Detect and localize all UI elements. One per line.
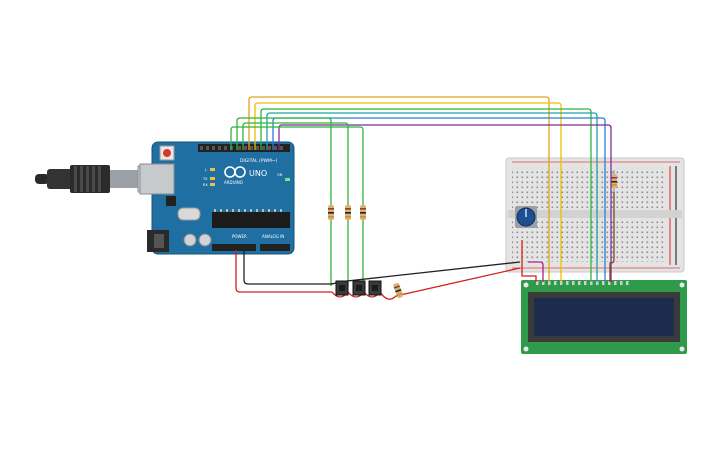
pushbutton-3[interactable]	[368, 280, 382, 296]
led-tx-label: TX	[202, 177, 208, 181]
potentiometer[interactable]	[515, 206, 537, 228]
wire-teal	[266, 112, 598, 282]
lcd-display[interactable]	[521, 280, 687, 354]
wire-red-lcd	[521, 240, 537, 282]
arduino-model-label: UNO	[249, 169, 267, 178]
pushbutton-1[interactable]	[335, 280, 349, 296]
wire-blue	[272, 117, 606, 282]
arduino-brand-label: ARDUINO	[224, 180, 243, 185]
wire-green-c	[242, 122, 349, 286]
led-rx-label: RX	[203, 183, 208, 187]
resistor-2	[345, 205, 351, 220]
wire-brown	[609, 192, 615, 282]
power-header-label: POWER	[232, 234, 247, 239]
resistor-1	[328, 205, 334, 220]
lcd-screen	[534, 298, 674, 336]
led-l-label: L	[205, 168, 207, 172]
pushbutton-2[interactable]	[352, 280, 366, 296]
wire-green-d	[230, 126, 364, 286]
digital-header-label: DIGITAL (PWM~)	[240, 158, 278, 164]
wire-magenta	[528, 261, 544, 282]
arduino-uno-board[interactable]: DIGITAL (PWM~) ARDUINO UNO L TX RX ON	[139, 141, 295, 255]
led-on-label: ON	[277, 173, 283, 177]
wire-red-5v	[235, 250, 332, 293]
breadboard[interactable]	[505, 157, 685, 273]
wire-green-b	[236, 117, 332, 286]
resistor-4	[393, 282, 403, 298]
resistor-breadboard	[611, 170, 617, 192]
wire-yellow	[254, 102, 562, 282]
wire-green-a	[260, 108, 592, 282]
resistor-3	[360, 205, 366, 220]
wire-orange	[248, 96, 550, 282]
microcontroller-chip	[212, 212, 290, 228]
arduino-logo-icon	[224, 166, 246, 178]
analog-header-label: ANALOG IN	[262, 234, 284, 239]
signal-wires	[230, 96, 612, 286]
wire-black-gnd	[243, 250, 521, 285]
